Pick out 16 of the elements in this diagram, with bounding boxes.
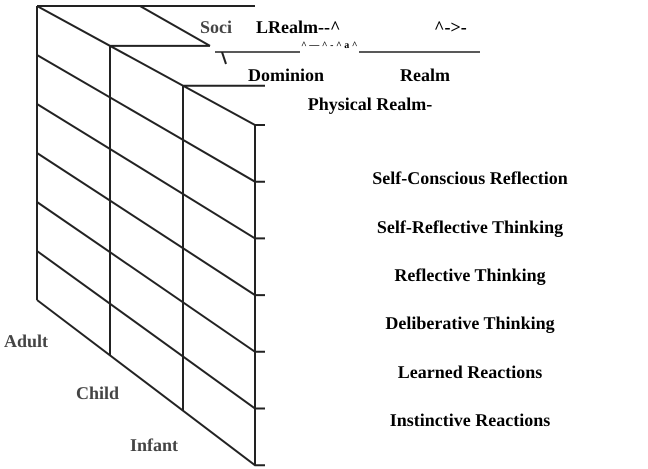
text-label: Soci (200, 16, 232, 38)
text-label: LRealm--^ (256, 16, 340, 38)
text-label: Physical Realm- (308, 93, 432, 116)
text-label: Realm (400, 64, 450, 86)
text-label: Instinctive Reactions (390, 409, 550, 432)
text-label: Dominion (248, 64, 324, 86)
text-label: Reflective Thinking (394, 264, 546, 286)
text-label: ^ — ^ - ^ a ^ (300, 40, 359, 52)
text-label: ^->- (434, 16, 467, 38)
text-label: Self-Conscious Reflection (372, 167, 568, 190)
text-label: Adult (4, 330, 48, 352)
text-label: Self-Reflective Thinking (376, 216, 564, 238)
text-label: Deliberative Thinking (385, 312, 555, 334)
text-label: Learned Reactions (398, 361, 542, 384)
text-label: Child (76, 382, 120, 404)
text-label: Infant (130, 434, 178, 456)
